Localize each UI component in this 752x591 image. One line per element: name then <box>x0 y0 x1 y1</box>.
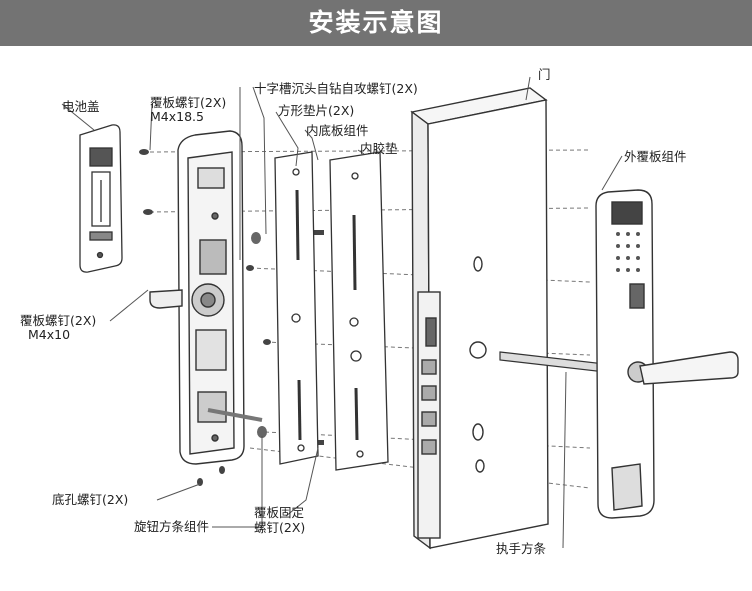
label-cover-screw-left: 覆板螺钉(2X) <box>20 313 97 328</box>
label-cover-screw-top: 覆板螺钉(2X) <box>150 95 227 110</box>
label-inner-rubber-pad: 内胶垫 <box>360 141 398 156</box>
label-handle-bar: 执手方条 <box>496 541 547 556</box>
label-knob-bar: 旋钮方条组件 <box>134 519 210 534</box>
door <box>410 87 549 550</box>
inner-base-plate <box>274 151 319 465</box>
label-cross-screw: 十字槽沉头自钻自攻螺钉(2X) <box>254 81 418 96</box>
label-cover-screw-top-size: M4x18.5 <box>150 109 204 124</box>
label-door: 门 <box>538 67 551 82</box>
inner-rubber-pad <box>329 151 389 471</box>
header-bar: 安装示意图 <box>0 0 752 46</box>
label-cover-fix-screw-1: 覆板固定 <box>254 505 305 520</box>
battery-cover <box>79 124 123 273</box>
label-battery-cover: 电池盖 <box>62 99 100 114</box>
label-bottom-hole-screw: 底孔螺钉(2X) <box>52 492 129 507</box>
exploded-diagram <box>61 76 739 550</box>
label-cover-fix-screw-2: 螺钉(2X) <box>254 520 306 535</box>
label-cover-screw-left-size: M4x10 <box>28 327 71 342</box>
diagram-canvas: 电池盖 覆板螺钉(2X) M4x18.5 十字槽沉头自钻自攻螺钉(2X) 方形垫… <box>0 46 752 591</box>
label-inner-base-plate: 内底板组件 <box>306 123 369 138</box>
outer-cover <box>595 189 739 519</box>
page-title: 安装示意图 <box>308 8 444 37</box>
label-outer-cover: 外覆板组件 <box>624 149 687 164</box>
inner-lock-panel <box>149 130 263 465</box>
leader-lines <box>61 76 623 549</box>
label-square-gasket: 方形垫片(2X) <box>278 103 355 118</box>
